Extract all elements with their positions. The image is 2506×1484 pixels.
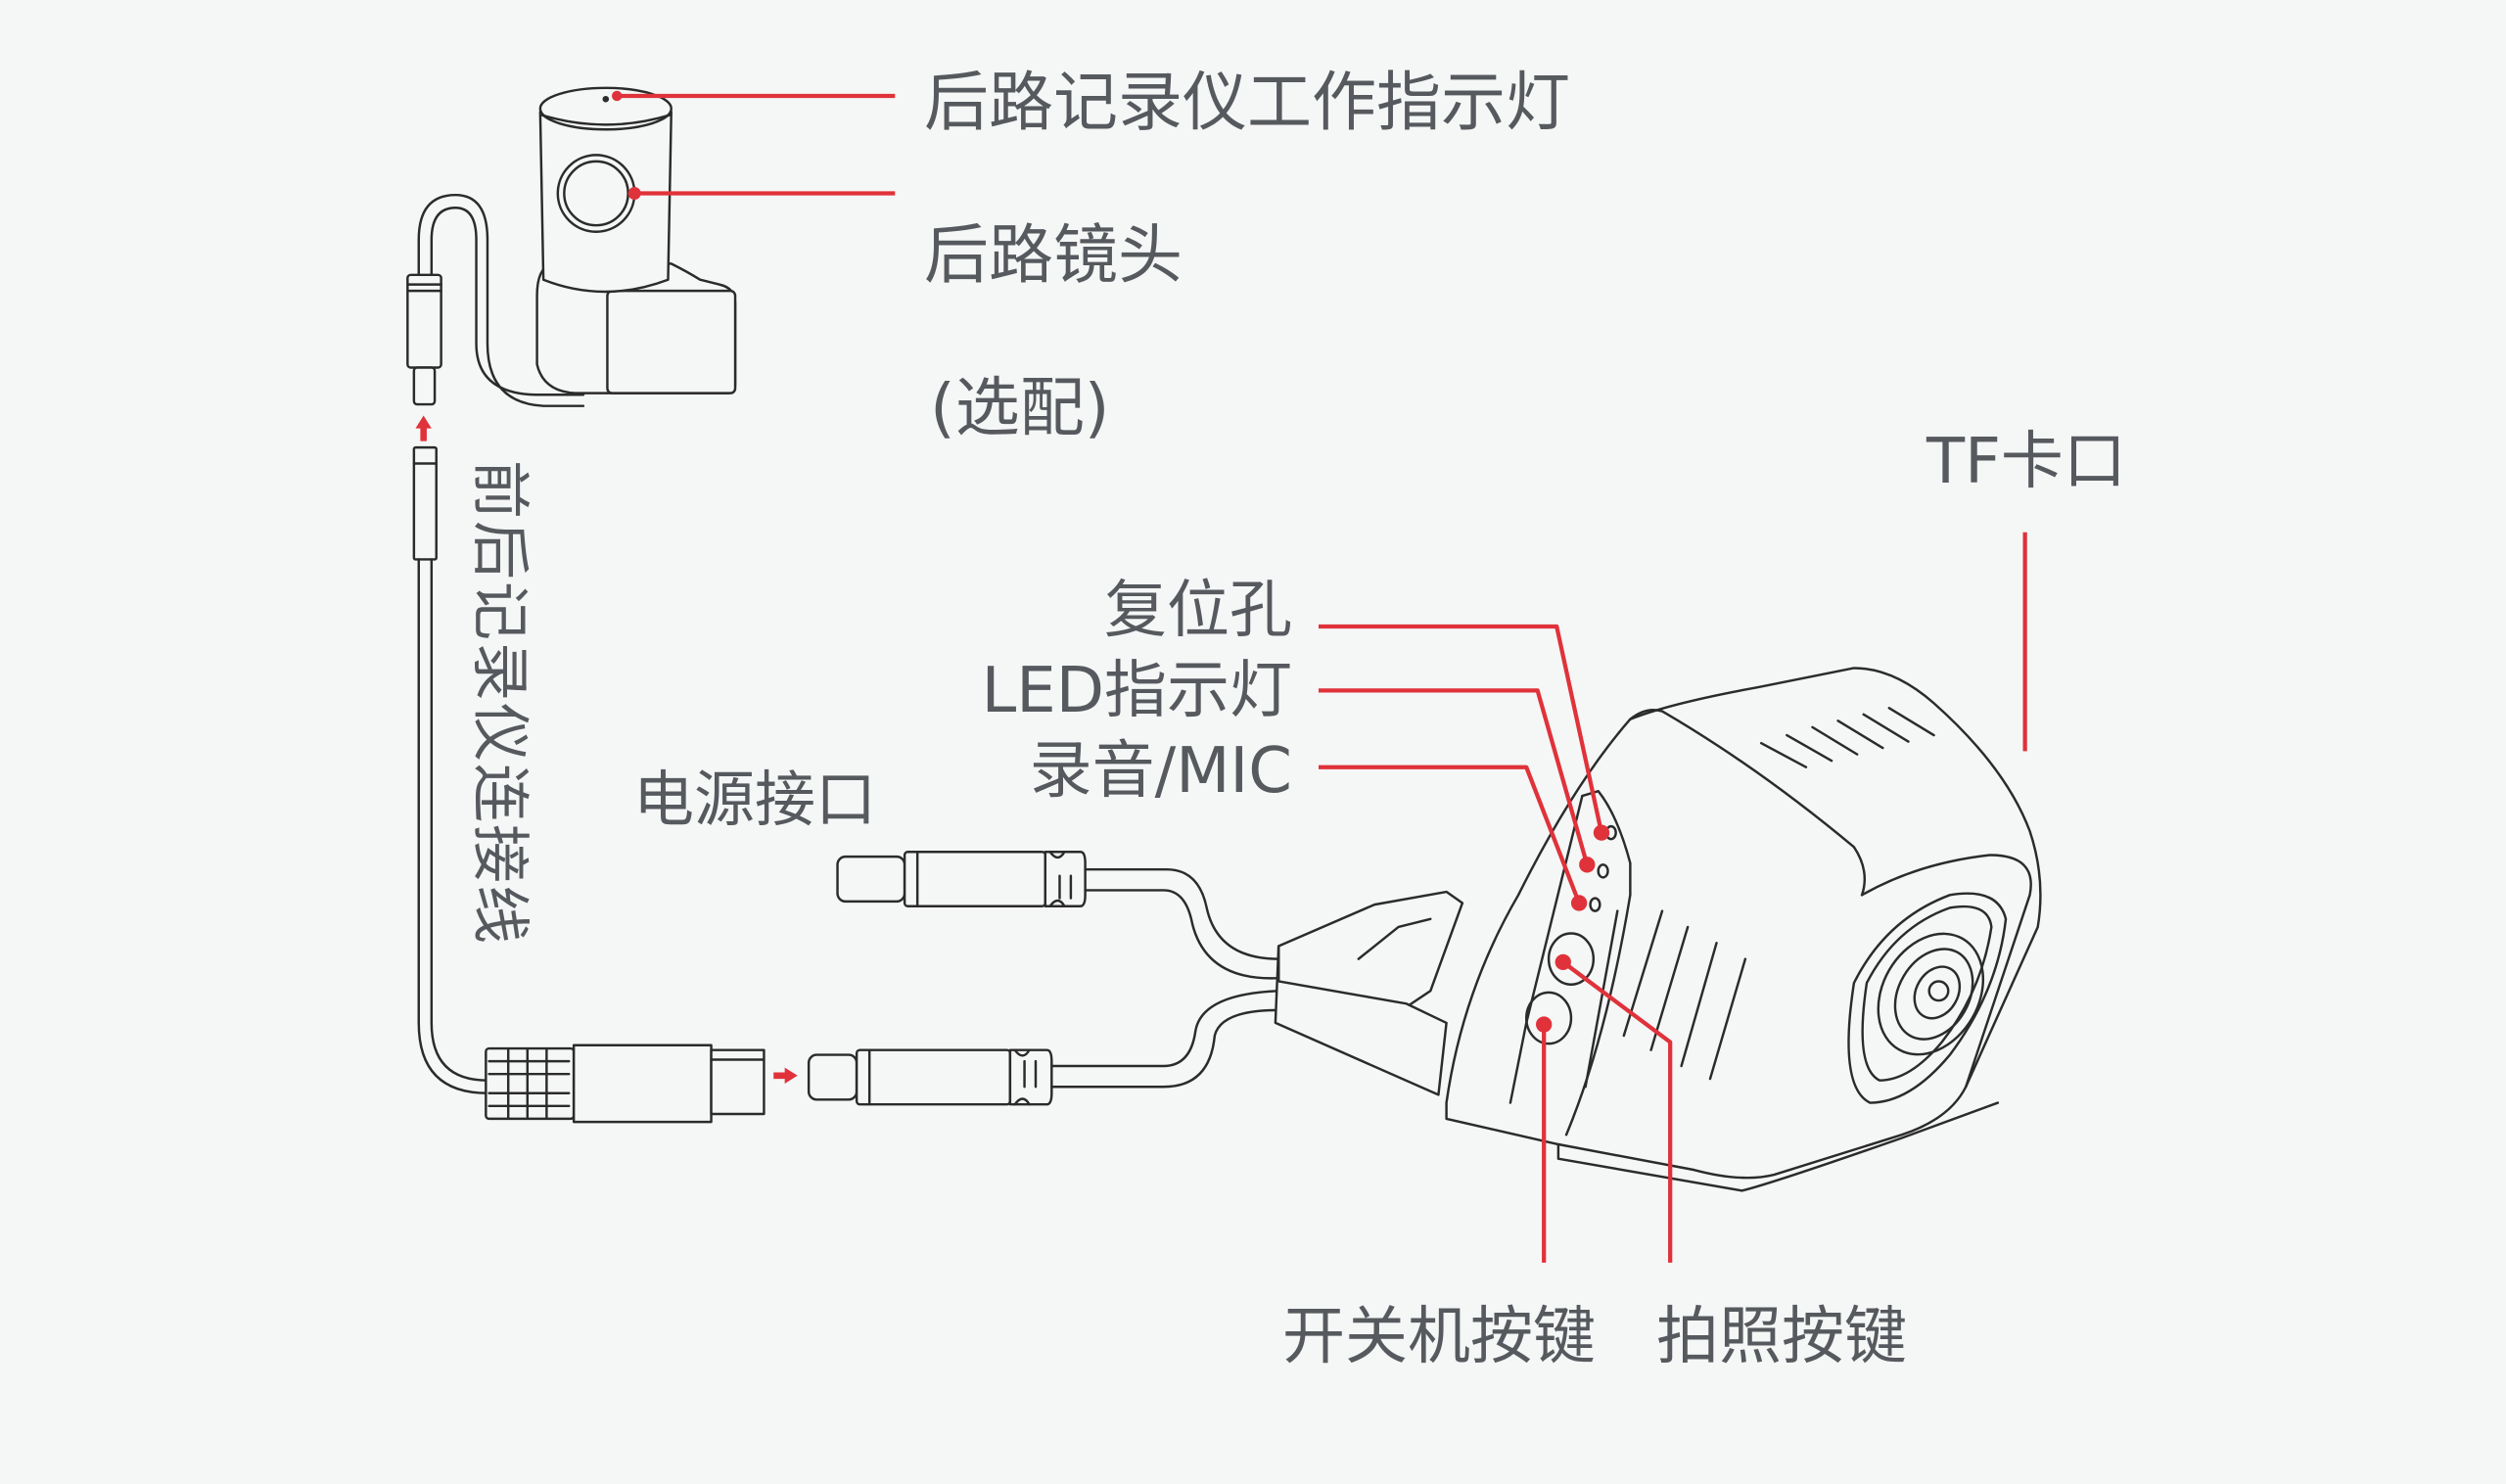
- arrow-up-icon: [415, 415, 432, 441]
- connection-cable-illustration: [412, 445, 766, 1124]
- label-tf-slot: TF卡口: [1926, 426, 2126, 498]
- label-led-indicator: LED指示灯: [981, 655, 1292, 727]
- rear-camera-illustration: [406, 86, 737, 407]
- label-mic: 录音/MIC: [1029, 735, 1292, 808]
- label-reset-hole: 复位孔: [1104, 575, 1292, 647]
- label-connection-cable: 前后记录仪连接线: [465, 460, 534, 946]
- leader-lines: [611, 90, 2027, 1263]
- power-cable-illustration: [807, 851, 1280, 1106]
- label-rear-lens: 后路镜头: [924, 217, 1183, 293]
- label-power-port: 电源接口: [633, 764, 877, 835]
- label-optional: (选配): [930, 370, 1110, 445]
- arrow-right-icon: [773, 1067, 798, 1084]
- label-photo-button: 拍照按键: [1656, 1301, 1907, 1373]
- label-power-button: 开关机按键: [1282, 1301, 1596, 1373]
- label-rear-work-indicator: 后路记录仪工作指示灯: [924, 65, 1570, 140]
- main-camera-illustration: [1274, 667, 2042, 1192]
